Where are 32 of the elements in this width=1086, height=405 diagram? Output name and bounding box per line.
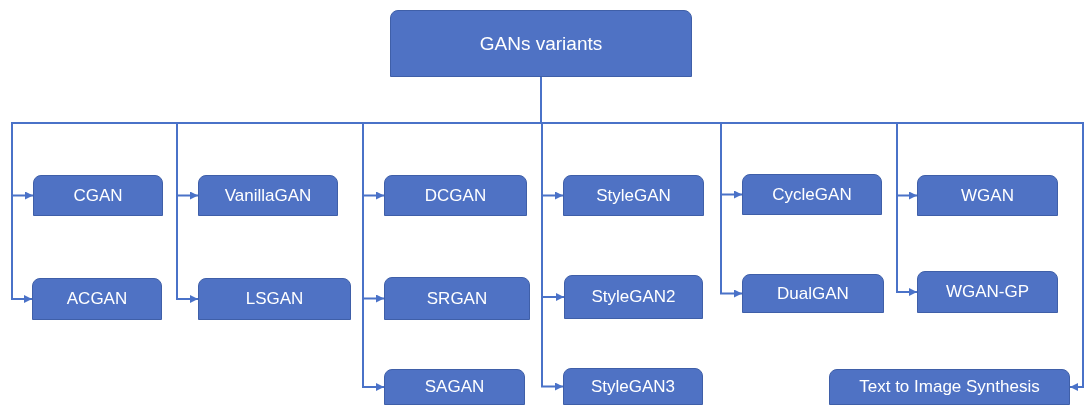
node-label: StyleGAN	[596, 185, 671, 206]
node-label: Text to Image Synthesis	[859, 377, 1040, 397]
variant-box	[564, 275, 703, 319]
node-label: SRGAN	[426, 288, 488, 309]
node-label: WGAN	[961, 185, 1014, 206]
variant-box	[829, 369, 1070, 405]
variant-box	[563, 368, 703, 405]
node-label: ACGAN	[66, 289, 128, 309]
variant-box	[742, 174, 882, 215]
node-label: CycleGAN	[772, 184, 852, 205]
variant-box	[742, 274, 884, 313]
variant-box	[917, 175, 1058, 216]
variant-box	[32, 278, 162, 320]
root-box	[390, 10, 692, 77]
variant-box	[198, 278, 351, 320]
variant-box	[384, 175, 527, 216]
variant-box	[384, 277, 530, 320]
node-label: SAGAN	[424, 377, 485, 397]
node-label: DualGAN	[777, 283, 849, 304]
node-label: VanillaGAN	[224, 185, 312, 206]
variant-box	[384, 369, 525, 405]
node-label: StyleGAN2	[591, 287, 676, 307]
variant-box	[33, 175, 163, 216]
variant-box	[198, 175, 338, 216]
node-label: LSGAN	[245, 289, 304, 309]
node-label: GANs variants	[479, 32, 603, 55]
node-label: DCGAN	[424, 185, 487, 206]
node-label: CGAN	[73, 185, 123, 206]
variant-box	[563, 175, 704, 216]
node-label: WGAN-GP	[945, 282, 1030, 302]
variant-box	[917, 271, 1058, 313]
node-label: StyleGAN3	[590, 376, 676, 397]
